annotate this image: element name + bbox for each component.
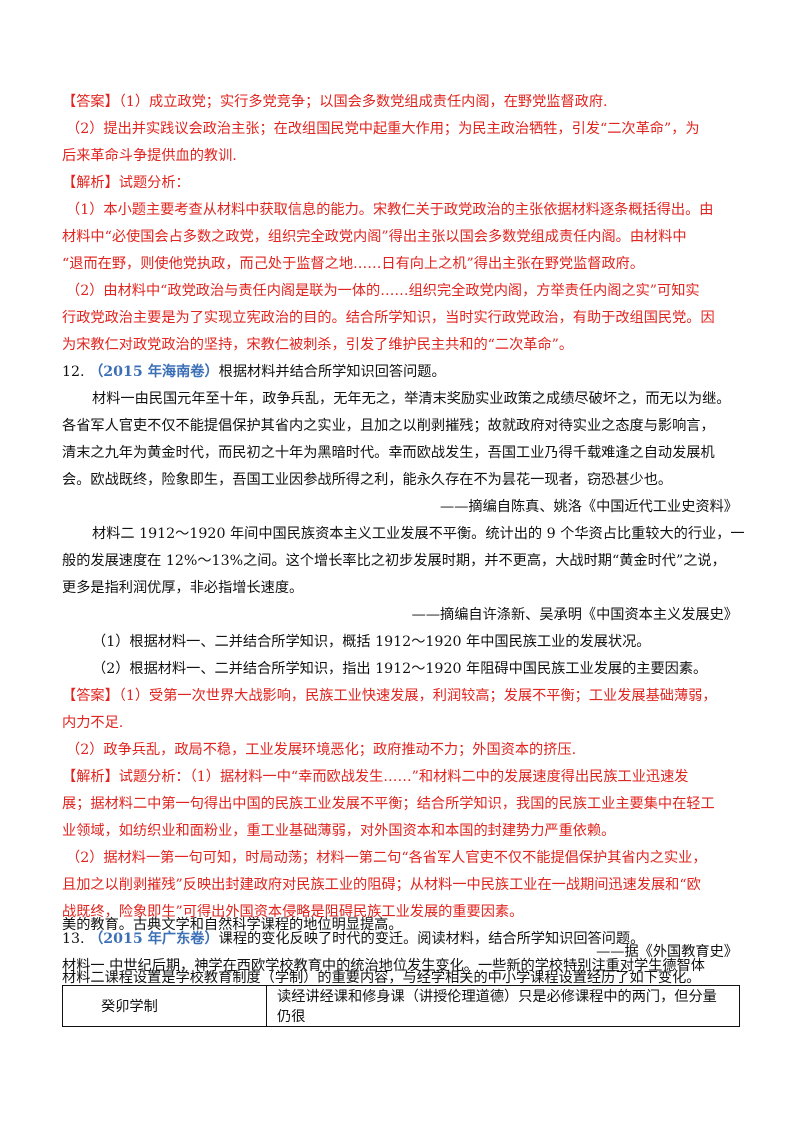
analysis-12-line-6: 战既终，险象即生”可得出外国资本侵略是阻碍民族工业发展的重要因素。 [62,904,524,920]
question-13-number: 13. [62,931,85,947]
answer-12-line-2: 内力不足. [62,715,124,731]
question-13-prompt: 课程的变化反映了时代的变迁。阅读材料，结合所学知识回答问题。 [218,931,645,947]
question-13-source: （2015 年广东卷） [89,931,219,947]
material-2-line-2: 般的发展速度在 12%～13%之间。这个增长率比之初步发展时期，并不更高，大战时… [62,553,726,569]
material-13-1-line-1: 材料一 中世纪后期，神学在西欧学校教育中的统治地位发生变化。一些新的学校特别注重… [62,958,705,974]
material-13-1-line-2: 美的教育。古典文学和自然科学课程的地位明显提高。 [62,917,403,933]
question-13-header: 13. （2015 年广东卷）课程的变化反映了时代的变迁。阅读材料，结合所学知识… [62,929,644,949]
material-1-line-1: 材料一由民国元年至十年，政争兵乱，无年无之，举清末奖励实业政策之成绩尽破坏之，而… [92,391,731,407]
material-1-line-4: 会。欧战既终，险象即生，吾国工业因参战所得之利，能永久存在不为昙花一现者，窃恐甚… [62,472,673,488]
material-1-line-3: 清末之九年为黄金时代，而民初之十年为黑暗时代。幸而欧战发生，吾国工业乃得千载难逢… [62,445,715,461]
table-cell-system: 癸卯学制 [62,985,267,1027]
analysis-11-line-3: “退而在野，则使他党执政，而己处于监督之地……日有向上之机”得出主张在野党监督政… [62,256,645,272]
table-row: 癸卯学制 读经讲经课和修身课（讲授伦理道德）只是必修课程中的两门，但分量仍很 [62,985,740,1027]
analysis-12-line-5: 且加之以削剥摧残”反映出封建政府对民族工业的阻碍；从材料一中民族工业在一战期间迅… [62,877,701,893]
answer-12-line-3: （2）政争兵乱，政局不稳，工业发展环境恶化；政府推动不力；外国资本的挤压. [66,742,577,758]
question-12-prompt: 根据材料并结合所学知识回答问题。 [218,364,446,380]
material-1-citation: ——摘编自陈真、姚洛《中国近代工业史资料》 [440,499,738,515]
material-13-1-citation: ——据《外国教育史》 [596,944,738,960]
material-13-2-intro: 材料二课程设置是学校教育制度（学制）的重要内容，与经学相关的中小学课程设置经历了… [62,970,701,986]
analysis-11-line-1: （1）本小题主要考查从材料中获取信息的能力。宋教仁关于政党政治的主张依据材料逐条… [66,202,714,218]
answer-11-line-2: （2）提出并实践议会政治主张；在改组国民党中起重大作用；为民主政治牺牲，引发“二… [66,121,700,137]
material-2-line-3: 更多是指利润优厚，非必指增长速度。 [62,580,304,596]
table-cell-description: 读经讲经课和修身课（讲授伦理道德）只是必修课程中的两门，但分量仍很 [266,985,740,1027]
question-12-header: 12. （2015 年海南卷）根据材料并结合所学知识回答问题。 [62,362,446,382]
analysis-12-line-2: 展；据材料二中第一句得出中国的民族工业发展不平衡；结合所学知识，我国的民族工业主… [62,796,715,812]
analysis-11-line-6: 为宋教仁对政党政治的坚持，宋教仁被刺杀，引发了维护民主共和的“二次革命”。 [62,337,574,353]
material-2-line-1: 材料二 1912～1920 年间中国民族资本主义工业发展不平衡。统计出的 9 个… [92,526,745,542]
material-1-line-2: 各省军人官吏不仅不能提倡保护其省内之实业，且加之以削剥摧残；故就政府对待实业之态… [62,418,715,434]
analysis-12-line-4: （2）据材料一第一句可知，时局动荡；材料一第二句“各省军人官吏不仅不能提倡保护其… [66,850,707,866]
analysis-12-line-1: 【解析】试题分析：（1）据材料一中“幸而欧战发生……”和材料二中的发展速度得出民… [62,769,689,785]
answer-11-line-1: 【答案】（1）成立政党；实行多党竞争；以国会多数党组成责任内阁，在野党监督政府. [62,94,608,110]
analysis-11-line-4: （2）由材料中“政党政治与责任内阁是联为一体的……组织完全政党内阁，方举责任内阁… [66,283,700,299]
question-12-sub-1: （1）根据材料一、二并结合所学知识，概括 1912～1920 年中国民族工业的发… [92,634,651,650]
question-12-sub-2: （2）根据材料一、二并结合所学知识，指出 1912～1920 年阻碍中国民族工业… [92,661,708,677]
analysis-11-heading: 【解析】试题分析： [62,175,190,191]
analysis-11-line-2: 材料中“必使国会占多数之政党，组织完全政党内阁”得出主张以国会多数党组成责任内阁… [62,229,687,245]
curriculum-table: 癸卯学制 读经讲经课和修身课（讲授伦理道德）只是必修课程中的两门，但分量仍很 [62,985,740,1027]
analysis-12-line-3: 业领域，如纺织业和面粉业，重工业基础薄弱，对外国资本和本国的封建势力严重依赖。 [62,823,616,839]
answer-11-line-3: 后来革命斗争提供血的教训. [62,148,237,164]
answer-12-line-1: 【答案】（1）受第一次世界大战影响，民族工业快速发展，利润较高；发展不平衡；工业… [62,688,717,704]
material-2-citation: ——摘编自许涤新、吴承明《中国资本主义发展史》 [411,607,738,623]
question-12-source: （2015 年海南卷） [89,364,219,380]
question-12-number: 12. [62,364,85,380]
analysis-11-line-5: 行政党政治主要是为了实现立宪政治的目的。结合所学知识，当时实行政党政治，有助于改… [62,310,715,326]
